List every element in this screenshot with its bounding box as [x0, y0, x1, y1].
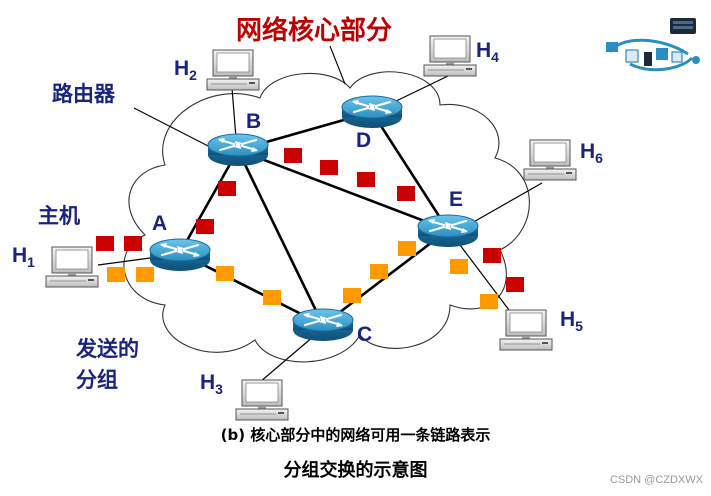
link-h1-a: [97, 257, 151, 266]
title-pointer: [329, 45, 346, 85]
sent-packets-label-line2: 分组: [76, 368, 118, 392]
host-label-h5: H5: [560, 308, 583, 334]
caption-line-1: (b) 核心部分中的网络可用一条链路表示: [220, 426, 491, 444]
link-b-c: [236, 149, 325, 326]
orange-packets: [107, 241, 498, 309]
packet-red: [218, 181, 236, 196]
red-packets: [96, 148, 524, 292]
packet-red: [196, 219, 214, 234]
link-a-b: [178, 149, 240, 254]
router-icon: [416, 213, 480, 249]
node-label-d: D: [356, 129, 372, 152]
sent-packets-label-line1: 发送的: [76, 337, 139, 361]
link-h4-d: [391, 75, 449, 104]
node-label-e: E: [449, 188, 464, 211]
router-icon: [148, 237, 212, 273]
packet-red: [320, 160, 338, 175]
link-h3-c: [259, 335, 315, 383]
host-label-h4: H4: [476, 39, 499, 65]
packet-red: [284, 148, 302, 163]
caption-line-2: 分组交换的示意图: [283, 460, 428, 481]
router-icon: [291, 307, 355, 343]
network-logo-icon: [606, 18, 700, 72]
node-label-b: B: [246, 110, 262, 133]
link-d-e: [370, 111, 450, 231]
core-network-title: 网络核心部分: [236, 16, 393, 46]
packet-red: [124, 236, 142, 251]
router-label-pointer: [133, 107, 213, 149]
host-links: [97, 75, 543, 383]
computer-icon: [423, 35, 477, 77]
host-label: 主机: [38, 204, 80, 228]
packet-orange: [343, 288, 361, 303]
computer-icon: [499, 309, 553, 351]
computer-icon: [235, 379, 289, 421]
packet-orange: [136, 267, 154, 282]
packet-red: [483, 248, 501, 263]
packet-red: [506, 277, 524, 292]
packet-orange: [480, 294, 498, 309]
packet-red: [96, 236, 114, 251]
computer-icon: [523, 139, 577, 181]
router-label: 路由器: [52, 82, 115, 106]
packet-orange: [263, 290, 281, 305]
computer-icon: [45, 246, 99, 288]
router-icon: [340, 94, 404, 130]
link-h2-b: [231, 87, 237, 139]
packet-orange: [107, 267, 125, 282]
host-label-h3: H3: [200, 371, 223, 397]
packet-orange: [450, 259, 468, 274]
link-h5-e: [459, 244, 516, 319]
node-label-a: A: [152, 212, 168, 235]
host-label-h2: H2: [174, 57, 197, 83]
packet-red: [397, 186, 415, 201]
node-label-c: C: [357, 323, 373, 346]
link-h6-e: [469, 182, 543, 225]
router-icon: [206, 132, 270, 168]
packet-orange: [398, 241, 416, 256]
host-label-h1: H1: [12, 244, 35, 270]
link-b-e: [237, 148, 449, 232]
packet-red: [357, 172, 375, 187]
host-label-h6: H6: [580, 140, 603, 166]
packet-orange: [370, 264, 388, 279]
watermark: CSDN @CZDXWX: [609, 474, 703, 486]
computer-icon: [206, 49, 260, 91]
packet-orange: [216, 266, 234, 281]
